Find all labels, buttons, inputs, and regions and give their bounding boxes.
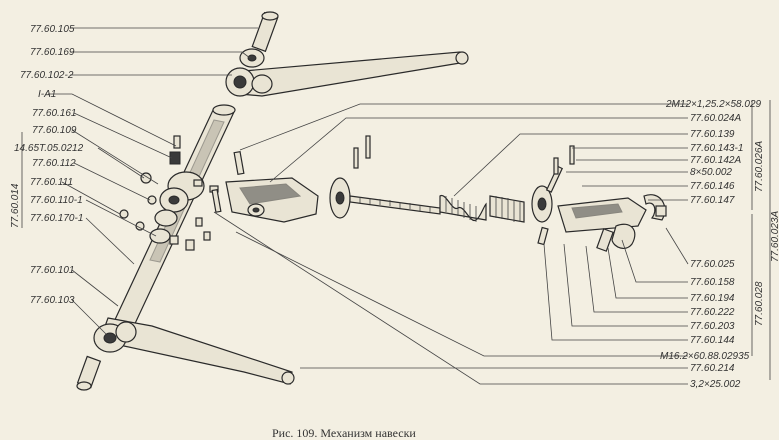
upper-lever — [225, 51, 469, 97]
rod-bolts — [353, 135, 371, 169]
label-77-60-142a: 77.60.142А — [690, 155, 741, 166]
label-77-60-139: 77.60.139 — [690, 129, 735, 140]
lower-lever — [93, 317, 295, 385]
group-label-77-60-023a: 77.60.023А — [770, 211, 779, 262]
label-77-60-214: 77.60.214 — [690, 363, 735, 374]
label-77-60-105: 77.60.105 — [30, 24, 75, 35]
fork-bracket — [225, 177, 319, 223]
label-14-65t-05-0212: 14.65Т.05.0212 — [14, 143, 84, 154]
label-77-60-024a: 77.60.024А — [690, 113, 741, 124]
label-77-60-146: 77.60.146 — [690, 181, 735, 192]
label-77-60-025: 77.60.025 — [690, 259, 735, 270]
leader-lines — [21, 27, 771, 385]
shaft-hub — [149, 171, 205, 244]
label-77-60-194: 77.60.194 — [690, 293, 735, 304]
upper-pin — [251, 11, 279, 53]
label-77-60-110-1: 77.60.110-1 — [30, 195, 83, 206]
threaded-rod — [349, 195, 441, 215]
label-77-60-222: 77.60.222 — [690, 307, 735, 318]
label-77-60-169: 77.60.169 — [30, 47, 75, 58]
label-i-a1: I-A1 — [38, 89, 56, 100]
label-77-60-101: 77.60.101 — [30, 265, 75, 276]
labels-left: 77.60.105 77.60.169 77.60.102-2 I-A1 77.… — [10, 24, 84, 306]
coupling-block — [557, 197, 647, 233]
label-77-60-111: 77.60.111 — [30, 177, 73, 188]
spring-1 — [439, 194, 487, 222]
spring-disc — [531, 165, 564, 223]
group-label-77-60-014: 77.60.014 — [10, 183, 21, 228]
lower-pin — [76, 355, 102, 391]
label-77-60-109: 77.60.109 — [32, 125, 77, 136]
label-77-60-102-2: 77.60.102-2 — [20, 70, 74, 81]
label-77-60-203: 77.60.203 — [690, 321, 735, 332]
labels-right: 2М12×1,25.2×58.029 77.60.024А 77.60.139 … — [660, 99, 779, 390]
small-fasteners — [119, 135, 219, 251]
label-77-60-103: 77.60.103 — [30, 295, 75, 306]
label-77-60-144: 77.60.144 — [690, 335, 735, 346]
label-77-60-161: 77.60.161 — [32, 108, 77, 119]
upper-washer — [239, 48, 265, 68]
figure-caption: Рис. 109. Механизм навески — [272, 426, 416, 440]
spring-2 — [489, 195, 525, 223]
group-label-77-60-028: 77.60.028 — [754, 281, 765, 326]
label-77-60-147: 77.60.147 — [690, 195, 735, 206]
label-77-60-112: 77.60.112 — [32, 158, 76, 169]
coupling-hook — [643, 194, 667, 221]
label-77-60-170-1: 77.60.170-1 — [30, 213, 83, 224]
label-m16: М16.2×60.88.02935 — [660, 351, 750, 362]
label-77-60-158: 77.60.158 — [690, 277, 735, 288]
label-2m12: 2М12×1,25.2×58.029 — [665, 99, 762, 110]
group-label-77-60-026a: 77.60.026А — [754, 141, 765, 192]
label-77-60-143-1: 77.60.143-1 — [690, 143, 743, 154]
spring-bolts — [537, 145, 575, 246]
rod-disc — [329, 177, 351, 219]
label-3-2x25-002: 3,2×25.002 — [690, 379, 741, 390]
label-8x50-002: 8×50.002 — [690, 167, 732, 178]
fork-pins — [211, 150, 245, 213]
coupling-pin — [596, 223, 636, 252]
